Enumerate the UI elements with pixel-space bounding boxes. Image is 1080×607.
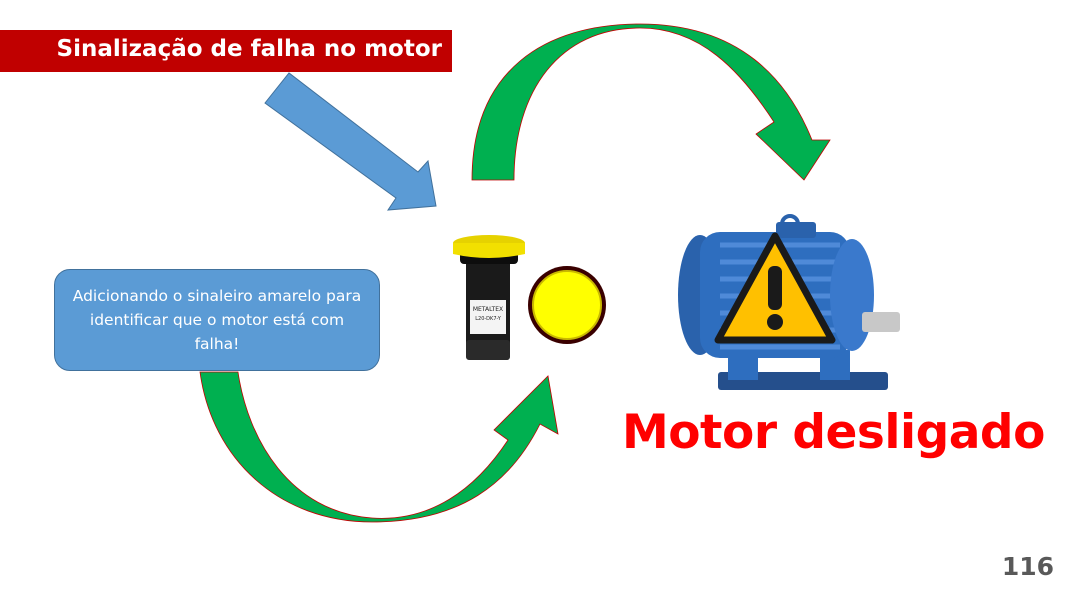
green-curved-arrow-top [471, 23, 831, 181]
warning-icon [714, 232, 836, 344]
lamp-brand-label: METALTEX [473, 306, 503, 313]
blue-pointer-arrow [264, 72, 437, 211]
slide-title: Sinalização de falha no motor [56, 36, 442, 62]
page-number: 116 [1001, 552, 1054, 581]
title-bar: Sinalização de falha no motor [0, 30, 452, 72]
pilot-lamp-side: METALTEX L20-DK7-Y [453, 235, 525, 360]
green-curved-arrow-bottom [199, 371, 559, 523]
pilot-lamp-front [528, 266, 606, 344]
info-callout: Adicionando o sinaleiro amarelo para ide… [54, 269, 380, 371]
lamp-model-label: L20-DK7-Y [475, 316, 501, 322]
motor-status-label: Motor desligado [622, 405, 1045, 460]
callout-text: Adicionando o sinaleiro amarelo para ide… [72, 287, 362, 353]
